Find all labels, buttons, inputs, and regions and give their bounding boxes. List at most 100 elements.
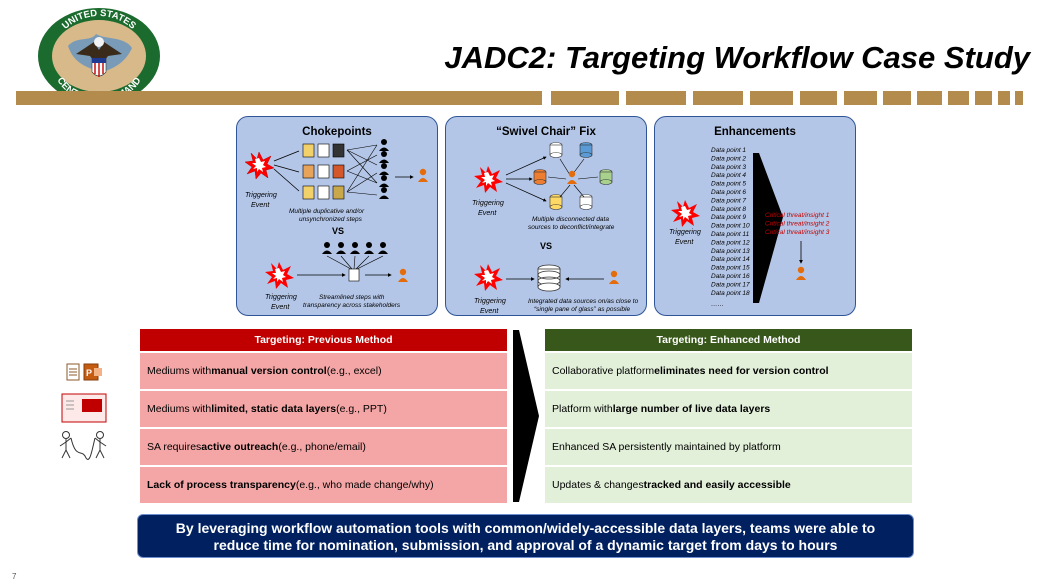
target-person-icon [418,168,428,182]
summary-line-1: By leveraging workflow automation tools … [175,520,876,536]
enhanced-method-row: Updates & changes tracked and easily acc… [545,467,912,503]
previous-method-row: Mediums with limited, static data layers… [140,391,507,427]
document-grid-icon [302,143,345,200]
database-cluster-icon [533,142,613,210]
header-bar-segment [626,91,686,105]
chokepoints-diagram: Triggering Event [244,139,428,311]
data-point-item: Data point 4 [711,172,746,179]
previous-method-table: Targeting: Previous Method Mediums with … [140,329,507,503]
data-point-item: Data point 15 [711,265,750,272]
header-bar-segment [551,91,619,105]
header-bar-segment [998,91,1010,105]
header-bar-segment [975,91,992,105]
chokepoints-caption2: unsynchronized steps [299,216,363,223]
data-point-item: Data point 1 [711,147,746,154]
triggering-event-burst-icon [265,262,294,289]
page-title: JADC2: Targeting Workflow Case Study [444,40,1030,75]
chokepoints-trigger-line2: Event [251,200,270,209]
previous-method-row: SA requires active outreach (e.g., phone… [140,429,507,465]
data-point-item: Data point 8 [711,206,746,213]
swivel-diagram: Triggering Event Multiple disconnected d… [472,142,639,315]
previous-method-row: Mediums with manual version control (e.g… [140,353,507,389]
swivel-trigger2-line2: Event [480,306,499,315]
funnel-chevron-shape [753,153,783,303]
target-person-icon [398,268,408,282]
swivel-title: “Swivel Chair” Fix [496,126,596,138]
enhanced-method-header: Targeting: Enhanced Method [545,329,912,351]
phone-outreach-stick-figures-icon [59,431,107,460]
header-bar-segment [750,91,793,105]
previous-method-header: Targeting: Previous Method [140,329,507,351]
data-point-item: Data point 14 [711,256,750,263]
data-point-item: Data point 10 [711,223,750,230]
chokepoints-caption3: Streamlined steps with [319,294,385,301]
data-point-item: Data point 18 [711,290,750,297]
svg-text:P: P [86,368,92,378]
summary-banner: By leveraging workflow automation tools … [137,514,914,558]
data-point-item: Data point 2 [711,155,746,162]
static-slide-icon [61,393,107,423]
chokepoints-trigger2-line1: Triggering [265,292,297,301]
enhanced-method-row: Collaborative platform eliminates need f… [545,353,912,389]
insight-item: Critical threat/insight 1 [765,212,830,219]
data-point-item: Data point 17 [711,281,750,288]
data-point-item: Data point 3 [711,164,746,171]
data-point-item: Data point 12 [711,239,750,246]
enhanced-method-row: Enhanced SA persistently maintained by p… [545,429,912,465]
streamlined-people-icon [322,242,388,254]
target-person-icon [796,266,806,280]
data-point-item: Data point 9 [711,214,746,221]
chokepoints-trigger2-line2: Event [271,302,290,311]
enhancements-panel: Enhancements Triggering Event Data point… [654,116,856,316]
enhancements-trigger-line1: Triggering [669,227,701,236]
swivel-caption4: “single pane of glass” as possible [534,306,630,313]
chokepoints-vs: VS [332,226,344,236]
triggering-event-burst-icon [474,166,503,193]
chokepoints-caption4: transparency across stakeholders [303,302,401,309]
enhanced-method-table: Targeting: Enhanced Method Collaborative… [545,329,912,503]
excel-ppt-files-icon: P [66,363,102,381]
summary-line-2: reduce time for nomination, submission, … [213,537,838,553]
target-person-icon [609,270,619,284]
data-point-item: Data point 5 [711,181,746,188]
insight-item: Critical threat/insight 3 [765,229,830,236]
swivel-trigger-line2: Event [478,208,497,217]
header-bar-segment [883,91,911,105]
chokepoints-panel: Chokepoints Triggering Event [236,116,438,316]
data-point-ellipsis: …… [711,301,724,308]
chokepoints-caption1: Multiple duplicative and/or [289,208,365,215]
analyst-person-icon [567,170,577,184]
header-bar-segment [1015,91,1023,105]
chokepoints-title: Chokepoints [302,126,372,138]
enhanced-method-row: Platform with large number of live data … [545,391,912,427]
data-point-item: Data point 6 [711,189,746,196]
swivel-caption3: Integrated data sources on/as close to [528,298,639,305]
swivel-vs: VS [540,241,552,251]
data-point-item: Data point 11 [711,231,750,238]
chokepoints-trigger-line1: Triggering [245,190,277,199]
data-point-item: Data point 13 [711,248,750,255]
page-number: 7 [12,572,17,581]
header-bar-segment [693,91,743,105]
insight-item: Critical threat/insight 2 [765,220,830,227]
integrated-database-icon [537,264,561,292]
data-point-item: Data point 16 [711,273,750,280]
header-bar-segment [948,91,969,105]
header-bar-segment [844,91,877,105]
swivel-caption1: Multiple disconnected data [532,216,609,223]
data-point-item: Data point 7 [711,197,746,204]
stakeholder-people-icon [379,139,389,199]
header-bar-segment [917,91,942,105]
swivel-chair-panel: “Swivel Chair” Fix Triggering Event [445,116,647,316]
triggering-event-burst-icon [671,200,700,227]
header-bar-segment [16,91,542,105]
enhancements-trigger-line2: Event [675,237,694,246]
triggering-event-burst-icon [474,264,503,291]
swivel-trigger2-line1: Triggering [474,296,506,305]
previous-method-row: Lack of process transparency (e.g., who … [140,467,507,503]
shared-document-icon [348,268,360,282]
swivel-caption2: sources to deconflict/integrate [528,224,615,231]
